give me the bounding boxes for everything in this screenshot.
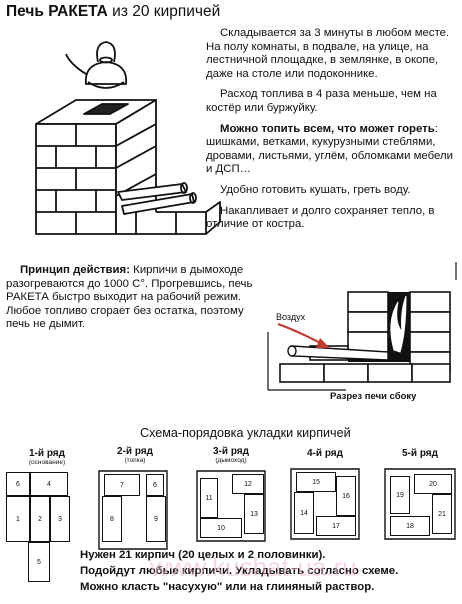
brick: 6: [6, 472, 30, 496]
brick: 4: [30, 472, 68, 496]
brick: 2: [30, 496, 50, 542]
brick: 5: [28, 542, 50, 582]
brick: 9: [146, 496, 166, 542]
row5-header: 5-й ряд: [384, 448, 456, 459]
brick: 10: [200, 518, 242, 538]
row5-outline: [384, 468, 456, 540]
principle-text: Кирпичи в дымоходе разогреваются до 1000…: [6, 264, 253, 331]
brick: 21: [432, 494, 452, 534]
brick: 8: [102, 496, 122, 542]
principle-block: Принцип действия: Кирпичи в дымоходе раз…: [6, 264, 262, 332]
brick: 18: [390, 516, 430, 536]
row3-label: 3-й ряд: [213, 446, 249, 457]
row3-sub: (дымоход): [215, 457, 247, 464]
row3-header: 3-й ряд (дымоход): [196, 446, 266, 464]
page-title: Печь РАКЕТА из 20 кирпичей: [6, 3, 220, 21]
brick: 3: [50, 496, 70, 542]
intro-p5: Накапливает и долго сохраняет тепло, в о…: [206, 204, 435, 231]
brick: 17: [316, 516, 356, 536]
row1-header: 1-й ряд (основание): [2, 448, 92, 466]
brick: 20: [414, 474, 452, 494]
intro-p3: Можно топить всем, что может гореть: шиш…: [206, 123, 456, 177]
brick: 12: [232, 474, 264, 494]
intro-p3-bold: Можно топить всем, что может гореть: [220, 122, 435, 135]
brick: 7: [104, 474, 140, 496]
stove-illustration: [35, 41, 221, 235]
brick: 16: [336, 476, 356, 516]
air-label: Воздух: [276, 312, 306, 322]
footer-line2: Подойдут любые кирпичи. Укладывать согла…: [80, 565, 399, 577]
brick: 13: [244, 494, 264, 534]
brick: 6: [146, 474, 164, 496]
row1-sub: (основание): [28, 459, 66, 466]
row3-outline: [196, 470, 266, 542]
row4-outline: [290, 468, 360, 540]
scheme-title: Схема-порядовка укладки кирпичей: [140, 426, 351, 440]
diagram-caption: Разрез печи сбоку: [330, 391, 417, 402]
watermark: www.kushat-ua.ru: [150, 552, 357, 582]
title-rest: из 20 кирпичей: [107, 3, 221, 20]
intro-p2: Расход топлива в 4 раза меньше, чем на к…: [206, 88, 437, 114]
brick: 14: [294, 492, 314, 534]
row2-outline: [98, 470, 168, 550]
footer-line3: Можно класть "насухую" или на глиняный р…: [80, 581, 375, 593]
brick: 15: [296, 472, 336, 492]
diagram-frame: [267, 262, 457, 391]
row2-header: 2-й ряд (топка): [96, 446, 174, 464]
row4-label: 4-й ряд: [307, 448, 343, 459]
brick: 19: [390, 476, 410, 514]
brick: 11: [200, 478, 218, 518]
row2-label: 2-й ряд: [117, 446, 153, 457]
footer-line1: Нужен 21 кирпич (20 целых и 2 половинки)…: [80, 549, 326, 561]
intro-p3-rest: : шишками, ветками, кукурузными стеблями…: [206, 122, 454, 176]
principle-label: Принцип действия:: [20, 264, 131, 276]
row2-sub: (топка): [124, 457, 146, 464]
row5-label: 5-й ряд: [402, 448, 438, 459]
title-bold: Печь РАКЕТА: [6, 3, 108, 20]
intro-p1: Складывается за 3 минуты в любом месте. …: [206, 27, 450, 80]
row1-label: 1-й ряд: [29, 448, 65, 459]
intro-p4: Удобно готовить кушать, греть воду.: [220, 183, 411, 196]
intro-block: Складывается за 3 минуты в любом месте. …: [206, 27, 456, 232]
row4-header: 4-й ряд: [290, 448, 360, 459]
cross-section-diagram: [277, 291, 451, 383]
brick: 1: [6, 496, 30, 542]
